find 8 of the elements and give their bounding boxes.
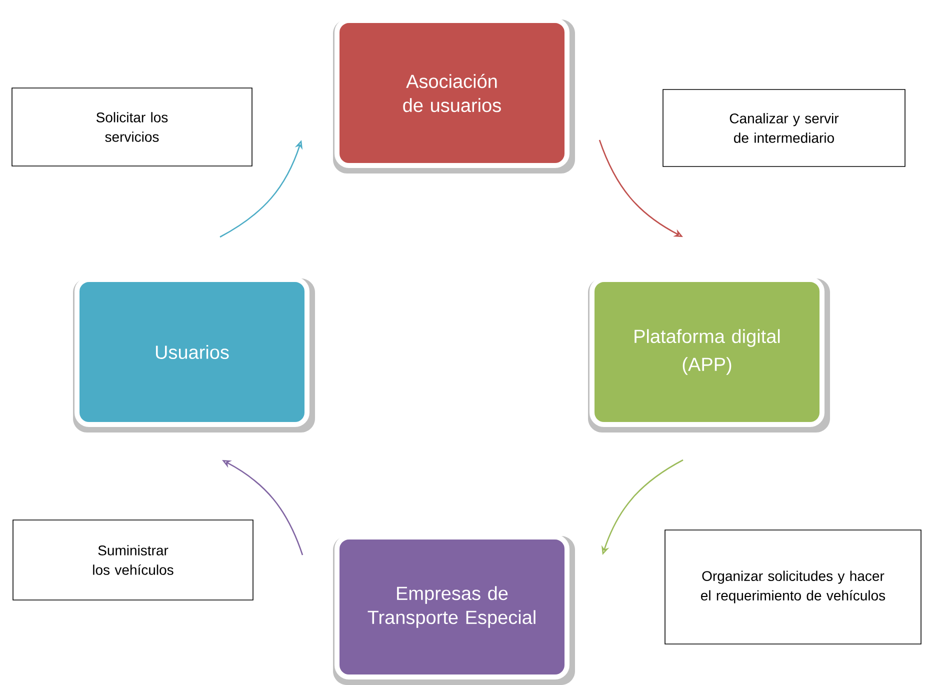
text-box: Canalizar y servir de intermediario (662, 89, 906, 167)
process-box: Empresas de Transporte Especial (333, 534, 575, 685)
process-box: Usuarios (73, 277, 315, 432)
text-box: Solicitar los servicios (12, 88, 252, 166)
text-box: Organizar solicitudes y hacer el requerimiento de vehículos (664, 530, 922, 644)
text-box: Suministrar los vehículos (12, 520, 254, 600)
process-box: Asociación de usuarios (333, 18, 575, 174)
process-box: Plataforma digital (APP) (588, 277, 830, 432)
